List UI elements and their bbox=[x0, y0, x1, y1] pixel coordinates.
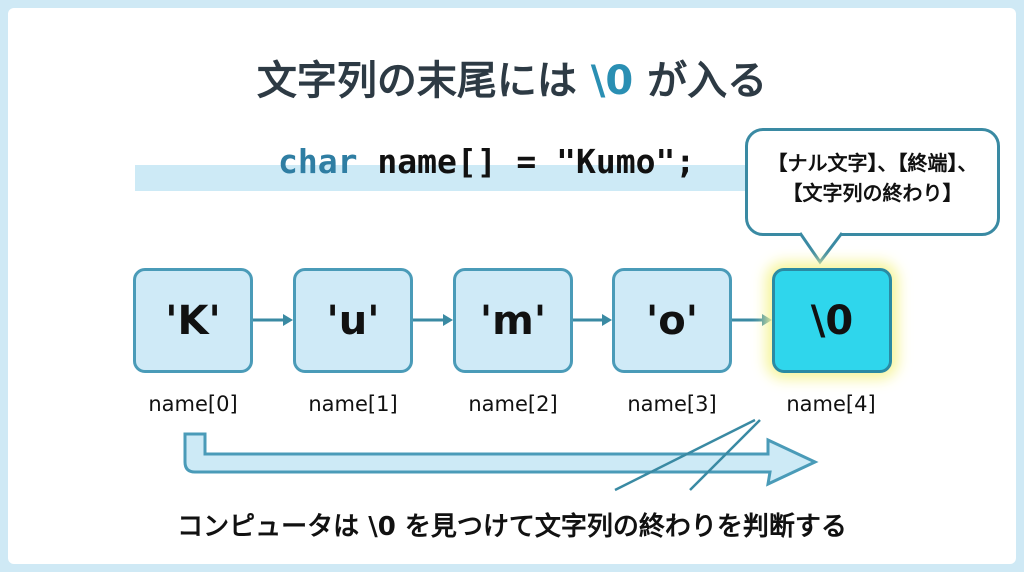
cell-3: 'o' bbox=[612, 268, 732, 373]
caption: コンピュータは \0 を見つけて文字列の終わりを判断する bbox=[177, 512, 847, 542]
cell-label-1: name[1] bbox=[308, 392, 398, 416]
cell-1: 'u' bbox=[293, 268, 413, 373]
callout-line2: 【文字列の終わり】 bbox=[782, 181, 963, 205]
cell-label-0: name[0] bbox=[148, 392, 238, 416]
scan-arrow bbox=[183, 432, 819, 487]
callout-tail bbox=[800, 234, 845, 262]
code-rest: name[] = "Kumo"; bbox=[357, 142, 696, 181]
code-keyword: char bbox=[278, 142, 358, 181]
cell-label-2: name[2] bbox=[468, 392, 558, 416]
callout-bubble: 【ナル文字】、【終端】、【文字列の終わり】 bbox=[745, 128, 1000, 236]
title-text-end: が入る bbox=[633, 58, 768, 104]
cell-label-4: name[4] bbox=[786, 392, 876, 416]
pointer-lines bbox=[614, 418, 761, 492]
code-line: char name[] = "Kumo"; bbox=[278, 142, 695, 181]
page-title: 文字列の末尾には \0 が入る bbox=[0, 48, 1024, 106]
cell-0: 'K' bbox=[133, 268, 253, 373]
cell-2: 'm' bbox=[453, 268, 573, 373]
cell-label-3: name[3] bbox=[627, 392, 717, 416]
code-highlight-bar bbox=[135, 165, 745, 191]
title-text: 文字列の末尾には bbox=[256, 58, 591, 104]
cell-4-null: \0 bbox=[772, 268, 892, 373]
title-null-char: \0 bbox=[590, 58, 634, 104]
callout-line1: 【ナル文字】、【終端】、 bbox=[767, 151, 978, 175]
